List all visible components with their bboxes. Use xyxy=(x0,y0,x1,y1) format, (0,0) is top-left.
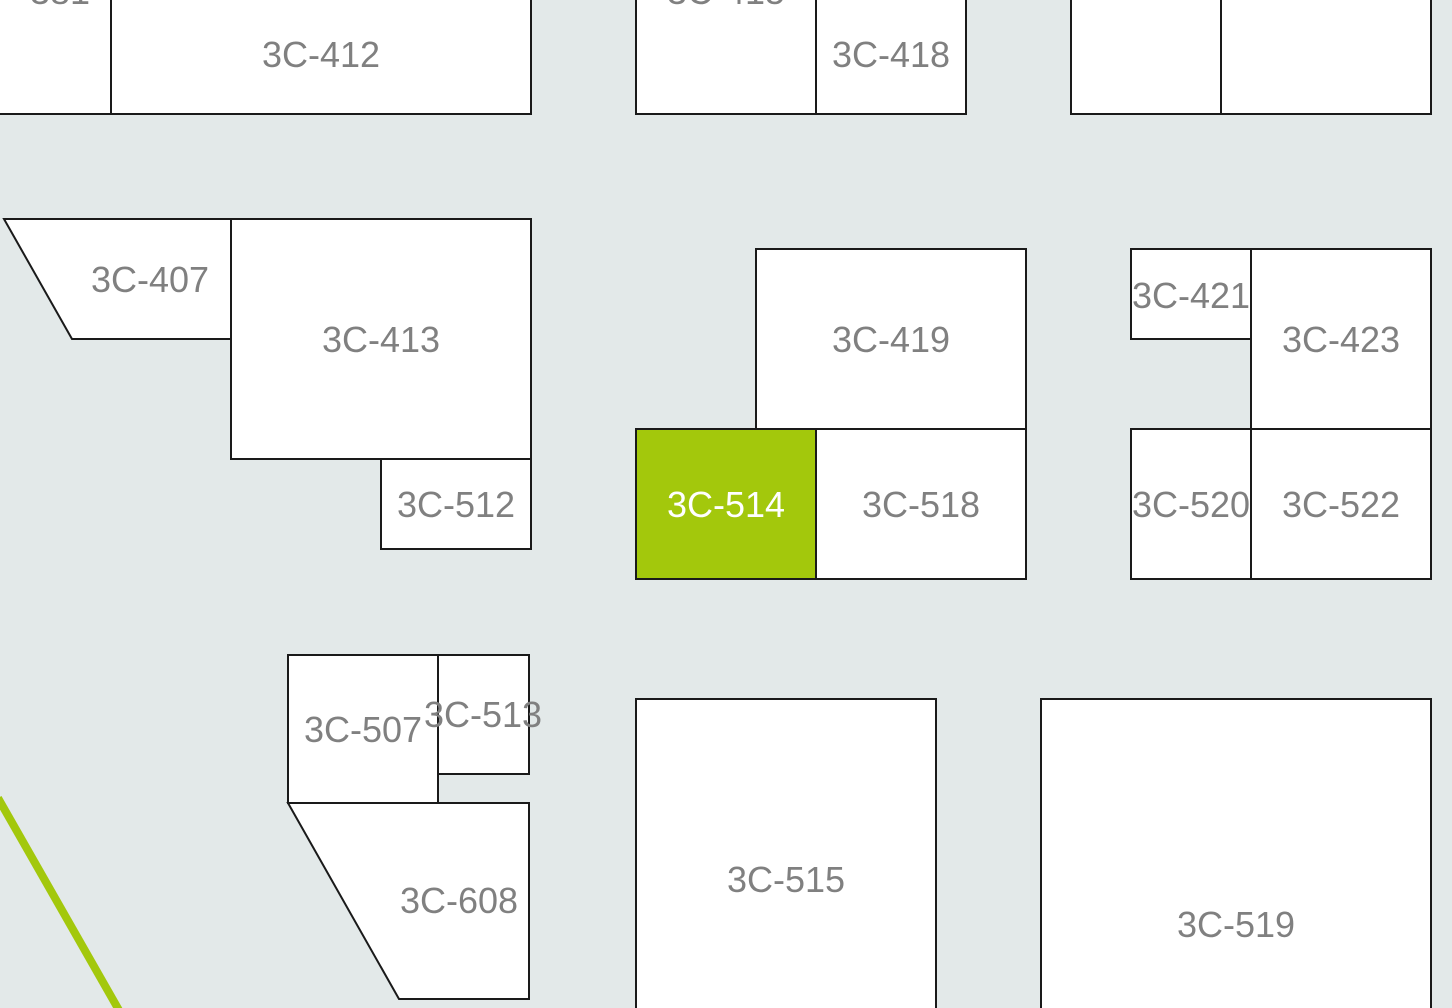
booth-3c-507[interactable]: 3C-507 xyxy=(287,654,439,804)
booth-3c-520[interactable]: 3C-520 xyxy=(1130,428,1252,580)
booth-3c-413[interactable]: 3C-413 xyxy=(230,218,532,460)
booth-3c-381[interactable]: 381 xyxy=(0,0,112,115)
booth-3c-512[interactable]: 3C-512 xyxy=(380,458,532,550)
booth-3c-419[interactable]: 3C-419 xyxy=(755,248,1027,430)
aisle-path-line xyxy=(0,796,123,1008)
booth-3c-514[interactable]: 3C-514 xyxy=(635,428,817,580)
booth-3c-415[interactable]: 3C-415 xyxy=(635,0,817,115)
booth-3c-421[interactable]: 3C-421 xyxy=(1130,248,1252,340)
booth-3c-519[interactable]: 3C-519 xyxy=(1040,698,1432,1008)
booth-3c-513[interactable]: 3C-513 xyxy=(424,654,542,775)
booth-3c-418[interactable]: 3C-418 xyxy=(815,0,967,115)
booth-3c-522[interactable]: 3C-522 xyxy=(1250,428,1432,580)
booth-3c-423[interactable]: 3C-423 xyxy=(1250,248,1432,430)
booth-3c-518[interactable]: 3C-518 xyxy=(815,428,1027,580)
booth-top-right-a[interactable] xyxy=(1070,0,1222,115)
booth-3c-412[interactable]: 3C-412 xyxy=(110,0,532,115)
booth-3c-608[interactable]: 3C-608 xyxy=(286,802,530,1000)
booth-3c-515[interactable]: 3C-515 xyxy=(635,698,937,1008)
booth-3c-407[interactable]: 3C-407 xyxy=(2,218,232,340)
booth-top-right-b[interactable] xyxy=(1220,0,1432,115)
